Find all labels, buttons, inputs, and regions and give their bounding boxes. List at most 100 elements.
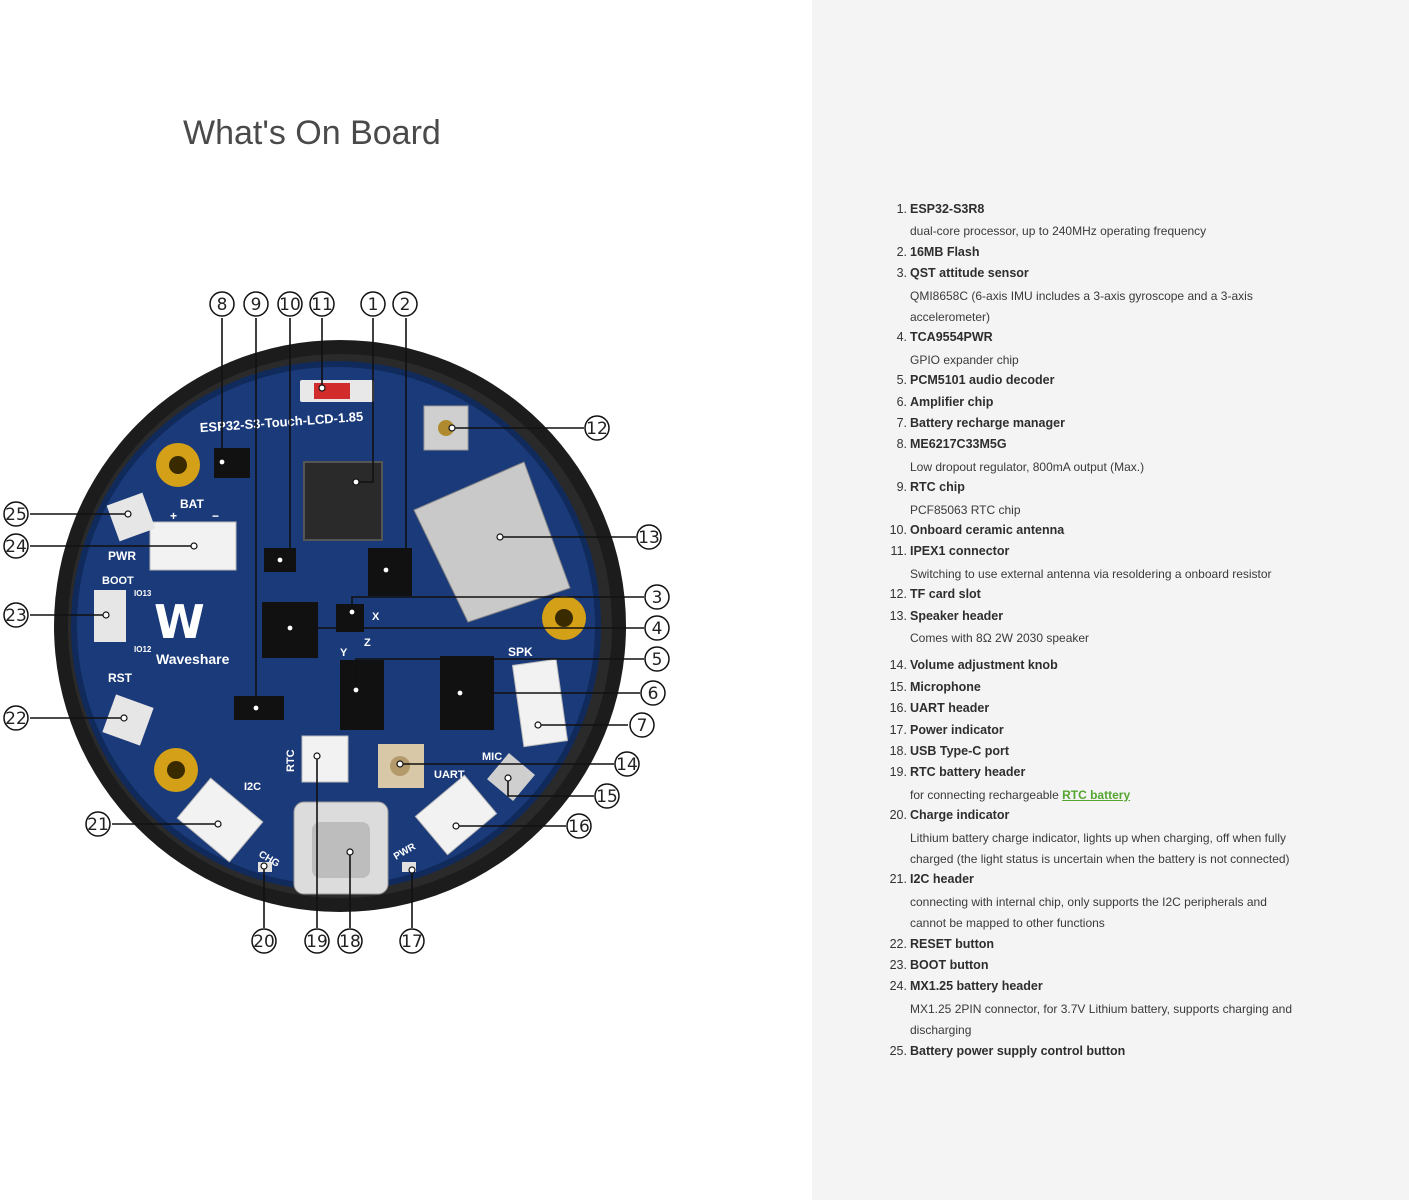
callout-8: 8: [209, 291, 235, 317]
callout-20: 20: [251, 928, 277, 954]
diagram-panel: What's On Board: [3, 114, 670, 954]
callout-21: 21: [85, 811, 111, 837]
item-title: Volume adjustment knob: [910, 658, 1058, 673]
callout-9: 9: [243, 291, 269, 317]
rtc-label: RTC: [285, 749, 297, 772]
callout-number: 6: [648, 684, 659, 704]
callout-number: 21: [87, 815, 109, 835]
callout-number: 22: [5, 709, 27, 729]
leader-line: [355, 658, 644, 690]
item-title: TF card slot: [910, 587, 981, 602]
callout-number: 19: [306, 932, 328, 952]
item-number: 9.: [896, 480, 907, 495]
boot-label: BOOT: [102, 575, 134, 587]
callout-number: 9: [251, 295, 262, 315]
callout-number: 4: [652, 619, 663, 639]
callout-number: 20: [253, 932, 275, 952]
item-description: PCF85063 RTC chip: [910, 502, 1021, 517]
mic-label: MIC: [482, 751, 502, 763]
callout-13: 13: [636, 524, 662, 550]
callout-11: 11: [309, 291, 335, 317]
item-title: BOOT button: [910, 958, 989, 972]
leader-dots: [102, 384, 542, 874]
callout-19: 19: [304, 928, 330, 954]
callout-number: 25: [5, 505, 27, 525]
item-title: Battery power supply control button: [910, 1043, 1126, 1058]
leader-lines: [30, 318, 644, 928]
axis-z-label: Z: [364, 637, 371, 649]
callout-14: 14: [614, 751, 640, 777]
item-number: 4.: [896, 330, 907, 345]
callout-number: 18: [339, 932, 361, 952]
spk-label: SPK: [508, 645, 533, 659]
item-title: Microphone: [910, 679, 981, 694]
flash-chip: [368, 548, 412, 596]
uart-header: [414, 774, 498, 856]
callout-25: 25: [3, 501, 29, 527]
axis-x-label: X: [372, 611, 380, 623]
item-description: cannot be mapped to other functions: [910, 916, 1105, 931]
rtc-battery-header: [301, 735, 349, 783]
item-number: 23.: [889, 958, 907, 972]
antenna-red-mark: [314, 383, 350, 399]
item-title: Amplifier chip: [910, 394, 994, 409]
item-number: 8.: [896, 437, 907, 452]
item-number: 24.: [889, 979, 907, 994]
callout-7: 7: [629, 712, 655, 738]
item-title: Battery recharge manager: [910, 416, 1065, 430]
callout-number: 24: [5, 537, 27, 557]
item-title: Speaker header: [910, 608, 1004, 623]
mounting-hole: [154, 748, 198, 792]
item-title: PCM5101 audio decoder: [910, 373, 1055, 388]
item-title: RTC battery header: [910, 765, 1026, 780]
callout-18: 18: [337, 928, 363, 954]
i2c-header: [176, 777, 264, 863]
leader-line: [386, 318, 407, 571]
pwr-button: [106, 492, 156, 542]
item-description: Comes with 8Ω 2W 2030 speaker: [910, 631, 1090, 645]
item-description: QMI8658C (6-axis IMU includes a 3-axis g…: [910, 288, 1253, 303]
board-diagram: W ESP32-S3-Touch-LCD-1.85 BAT PWR BOOT: [3, 291, 670, 954]
esp32-chip: [303, 461, 383, 541]
item-title: 16MB Flash: [910, 244, 980, 259]
item-number: 20.: [889, 808, 907, 823]
item-title: TCA9554PWR: [910, 330, 993, 345]
callout-number: 23: [5, 606, 27, 626]
callout-3: 3: [644, 584, 670, 610]
item-number: 1.: [896, 202, 907, 216]
rtc-battery-link[interactable]: RTC battery: [1062, 787, 1131, 802]
io13-label: IO13: [134, 589, 152, 598]
item-description: Lithium battery charge indicator, lights…: [910, 830, 1286, 845]
callout-number: 16: [568, 817, 590, 837]
callout-number: 1: [368, 295, 379, 315]
callout-number: 13: [638, 528, 660, 548]
callout-1: 1: [360, 291, 386, 317]
item-description: MX1.25 2PIN connector, for 3.7V Lithium …: [910, 1001, 1292, 1016]
item-description: GPIO expander chip: [910, 352, 1019, 367]
item-number: 7.: [896, 416, 907, 430]
item-title: IPEX1 connector: [910, 544, 1010, 559]
power-led: [402, 862, 416, 872]
callout-number: 3: [652, 588, 663, 608]
callout-number: 15: [596, 787, 618, 807]
item-number: 11.: [890, 544, 907, 559]
item-description: discharging: [910, 1023, 972, 1038]
callout-number: 17: [401, 932, 423, 952]
callout-number: 11: [311, 295, 333, 315]
i2c-label: I2C: [244, 781, 261, 793]
callout-12: 12: [584, 415, 610, 441]
callout-number: 12: [586, 419, 608, 439]
item-number: 2.: [896, 244, 907, 259]
item-description: connecting with internal chip, only supp…: [910, 894, 1267, 909]
item-number: 18.: [889, 744, 907, 758]
callout-16: 16: [566, 813, 592, 839]
brand-label: Waveshare: [156, 651, 230, 667]
leader-line: [356, 318, 374, 483]
boot-button: [94, 590, 126, 642]
callout-23: 23: [3, 602, 29, 628]
item-number: 6.: [896, 394, 907, 409]
item-number: 22.: [889, 936, 907, 951]
item-title: MX1.25 battery header: [910, 979, 1043, 994]
